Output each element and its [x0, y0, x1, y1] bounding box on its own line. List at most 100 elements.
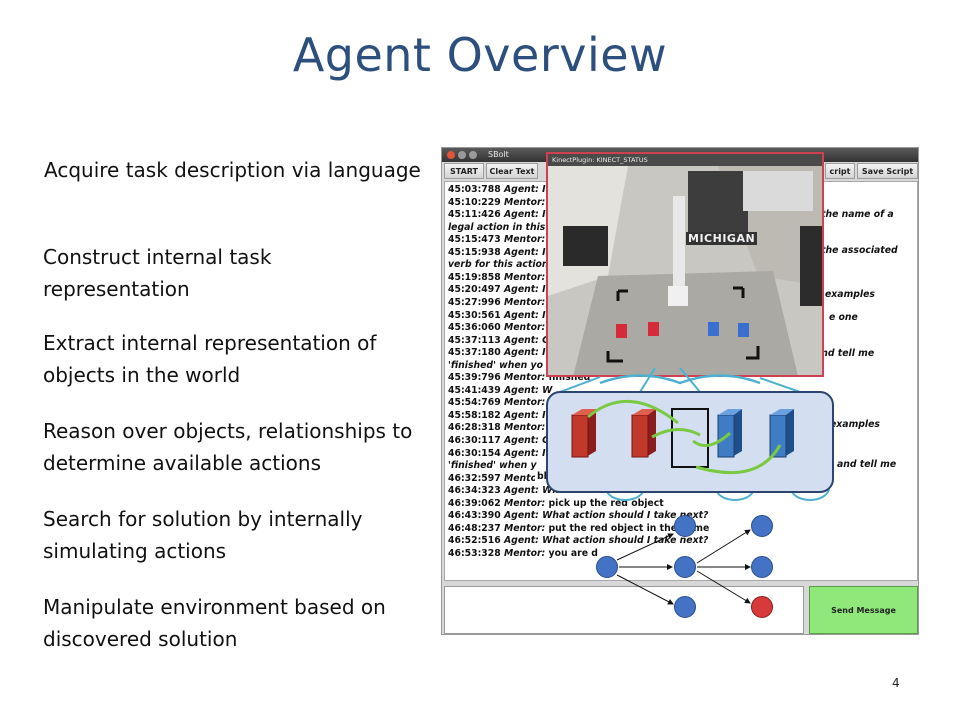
chat-time: 46:52:516 [448, 535, 501, 547]
home-region [671, 408, 709, 468]
chat-speaker: Mentor: [503, 397, 546, 409]
chat-time: 45:54:769 [448, 397, 501, 409]
chat-speaker: Agent: [503, 184, 539, 195]
chat-time: 46:34:323 [448, 485, 501, 497]
script-button[interactable]: cript [825, 163, 855, 179]
chat-line: 'finished' when yo [448, 360, 543, 372]
chat-time: 46:53:328 [448, 547, 501, 559]
kinect-camera-view: KinectPlugin: KINECT_STATUS [546, 152, 824, 377]
chat-speaker: Mentor: [503, 322, 546, 334]
chat-time: 45:15:473 [448, 234, 501, 246]
chat-line: 46:30:154 Agent: I [448, 448, 546, 460]
chat-line: 45:41:439 Agent: W [448, 385, 552, 397]
search-node [674, 556, 696, 578]
chat-speaker: Agent: [503, 309, 539, 321]
chat-speaker: Mentor: [503, 547, 546, 559]
chat-message: pick up the red object [548, 497, 664, 509]
chat-message: put the red object in the home [548, 522, 710, 534]
red-block-2 [631, 409, 656, 458]
chat-line: 45:37:113 Agent: C [448, 335, 549, 347]
chat-speaker: Mentor: [503, 296, 546, 308]
chat-speaker: Agent: [503, 409, 539, 421]
chat-line: 46:30:117 Agent: C [448, 435, 549, 447]
search-node [674, 596, 696, 618]
chat-message: I [542, 284, 546, 296]
chat-speaker: Mentor: [503, 472, 546, 484]
chat-time: 46:48:237 [448, 522, 501, 534]
action-arrow [651, 428, 701, 439]
chat-line: 45:36:060 Mentor: [448, 322, 545, 334]
chat-line: 'finished' when y [448, 460, 537, 472]
chat-time: 45:27:996 [448, 296, 501, 308]
chat-line: 45:30:561 Agent: I [448, 310, 546, 322]
blocks-diagram [571, 399, 794, 475]
chat-time: 45:30:561 [448, 309, 501, 321]
action-arrow [692, 431, 732, 447]
chat-speaker: Mentor: [503, 497, 546, 509]
chat-line: 45:54:769 Mentor: [448, 397, 545, 409]
chat-message: I [542, 184, 546, 195]
chat-speaker: Agent: [503, 209, 539, 221]
bullet-4: Reason over objects, relationships to de… [43, 419, 413, 475]
minimize-icon[interactable] [458, 151, 466, 159]
goal-node [751, 596, 773, 618]
chat-time: 46:28:318 [448, 422, 501, 434]
slide-title: Agent Overview [292, 28, 668, 82]
chat-message: What action should I take next? [542, 510, 709, 522]
chat-speaker: Agent: [503, 447, 539, 459]
chat-line: 45:20:497 Agent: I [448, 284, 546, 296]
chat-message: 'finished' when y [448, 460, 537, 472]
chat-message: 'finished' when yo [448, 359, 543, 371]
chat-message: I [542, 447, 546, 459]
chat-speaker: Agent: [503, 485, 539, 497]
close-icon[interactable] [447, 151, 455, 159]
chat-speaker: Mentor: [503, 522, 546, 534]
save-script-button[interactable]: Save Script [857, 163, 918, 179]
search-node [674, 515, 696, 537]
kinect-title: KinectPlugin: KINECT_STATUS [548, 154, 822, 166]
bubble-text: bl [535, 471, 549, 482]
chat-message: C [542, 335, 549, 346]
chat-line: 46:28:318 Mentor: [448, 422, 545, 434]
search-node [751, 556, 773, 578]
send-message-button[interactable]: Send Message [809, 586, 918, 634]
chat-time: 46:30:154 [448, 447, 501, 459]
window-title: SBolt [488, 150, 509, 159]
chat-message: legal action in this [448, 221, 546, 233]
start-button[interactable]: START [444, 163, 484, 179]
action-arrow [695, 444, 782, 475]
chat-speaker: Agent: [503, 246, 539, 258]
chat-line: 45:15:938 Agent: I [448, 247, 546, 259]
chat-time: 45:37:113 [448, 334, 501, 346]
page-number: 4 [892, 676, 900, 690]
chat-speaker: Agent: [503, 435, 539, 446]
chat-speaker: Agent: [503, 535, 539, 547]
chat-line: 46:52:516 Agent: What action should I ta… [448, 535, 708, 547]
chat-time: 45:19:858 [448, 271, 501, 283]
chat-line: 46:53:328 Mentor: you are d [448, 548, 598, 560]
chat-speaker: Agent: [503, 284, 539, 296]
search-node [751, 515, 773, 537]
chat-time: 45:10:229 [448, 196, 501, 208]
chat-fragment: examples [825, 289, 875, 300]
chat-line: 46:43:390 Agent: What action should I ta… [448, 510, 708, 522]
chat-speaker: Mentor: [503, 271, 546, 283]
chat-line: 45:10:229 Mentor: [448, 197, 545, 209]
chat-line: 46:39:062 Mentor: pick up the red object [448, 498, 664, 510]
chat-time: 46:39:062 [448, 497, 501, 509]
message-input[interactable] [444, 586, 804, 634]
chat-line: 46:48:237 Mentor: put the red object in … [448, 523, 709, 535]
chat-speaker: Agent: [503, 347, 539, 359]
maximize-icon[interactable] [469, 151, 477, 159]
chat-fragment: examples [830, 419, 880, 430]
chat-time: 45:36:060 [448, 322, 501, 334]
chat-time: 45:39:796 [448, 372, 501, 384]
chat-time: 45:15:938 [448, 246, 501, 258]
chat-line: legal action in this [448, 222, 545, 234]
chat-speaker: Mentor: [503, 422, 546, 434]
chat-time: 45:41:439 [448, 384, 501, 396]
chat-message: C [542, 435, 549, 446]
chat-time: 45:20:497 [448, 284, 501, 296]
chat-message: What action should I take next? [542, 535, 709, 547]
clear-text-button[interactable]: Clear Text [486, 163, 538, 179]
